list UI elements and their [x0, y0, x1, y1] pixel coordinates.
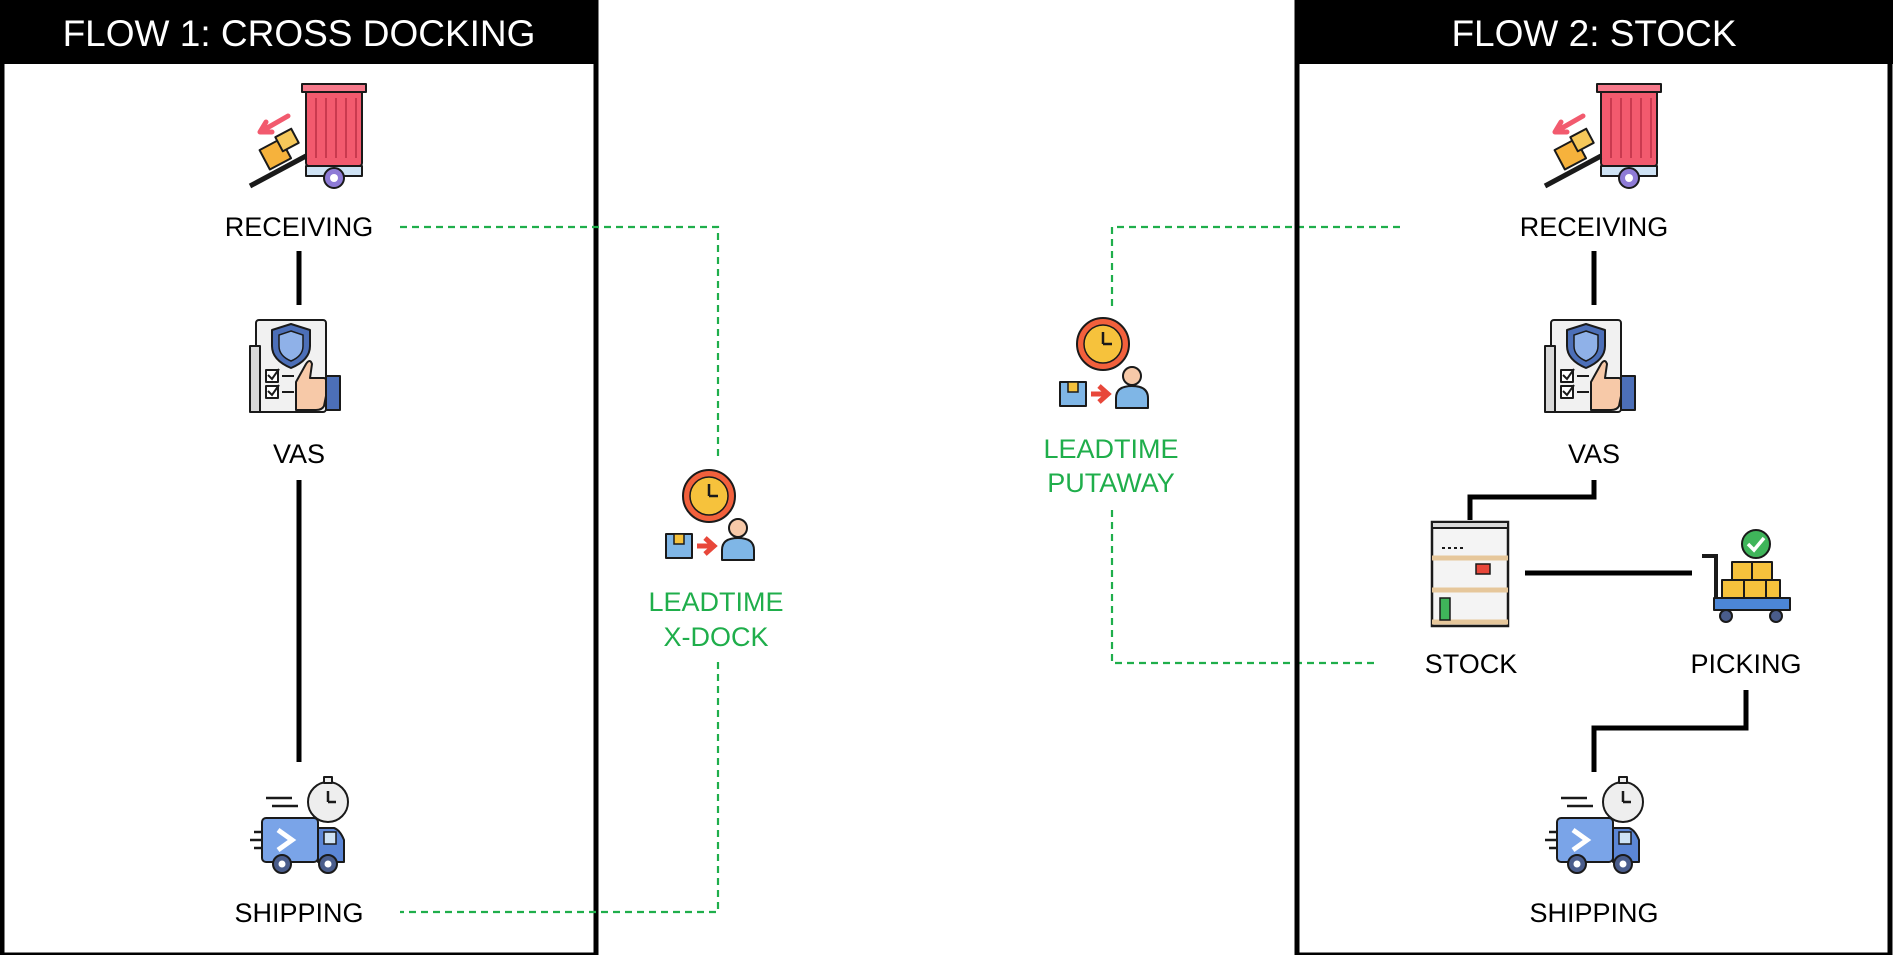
leadtime-clock-icon [666, 470, 754, 560]
flow1-shipping-node: SHIPPING [234, 777, 364, 928]
putaway-dashed-connector [1110, 225, 1400, 665]
flow2-vas-label: VAS [1568, 439, 1620, 469]
flow2-line-vas-stock [1467, 480, 1597, 520]
flow1-vas-node: VAS [249, 319, 341, 469]
flow1-receiving-label: RECEIVING [225, 212, 374, 242]
xdock-dash-upper [400, 225, 720, 460]
xdock-dash-lower [400, 662, 720, 914]
flow2-picking-node: PICKING [1690, 528, 1802, 679]
flow1-vas-label: VAS [273, 439, 325, 469]
flow2-stock-node: STOCK [1425, 522, 1518, 679]
shipping-truck-icon [250, 777, 348, 873]
flow2-frame [1294, 0, 1893, 955]
stock-shelf-icon [1432, 522, 1508, 626]
receiving-truck-icon [250, 84, 366, 188]
flow2-panel: FLOW 2: STOCK [1294, 0, 1893, 955]
leadtime-xdock-line2: X-DOCK [663, 622, 768, 652]
flow2-receiving-label: RECEIVING [1520, 212, 1669, 242]
flow2-shipping-label: SHIPPING [1529, 898, 1658, 928]
flow1-frame [0, 0, 599, 955]
vas-checklist-icon [249, 319, 341, 413]
leadtime-clock-icon [1060, 318, 1148, 408]
vas-checklist-icon [1544, 319, 1636, 413]
putaway-dash-upper [1110, 225, 1400, 310]
leadtime-xdock-line1: LEADTIME [648, 587, 783, 617]
flow1-receiving-node: RECEIVING [225, 84, 374, 242]
flow2-title-bar [1295, 0, 1893, 64]
flow1-title-bar [0, 0, 598, 64]
flow2-shipping-node: SHIPPING [1529, 777, 1659, 928]
putaway-dash-lower [1110, 510, 1375, 665]
flow2-connectors [1467, 251, 1749, 772]
flow2-vas-node: VAS [1544, 319, 1636, 469]
receiving-truck-icon [1545, 84, 1661, 188]
flow2-picking-label: PICKING [1690, 649, 1801, 679]
flow2-line-picking-shipping [1591, 690, 1749, 772]
leadtime-putaway-line1: LEADTIME [1043, 434, 1178, 464]
leadtime-xdock-node: LEADTIME X-DOCK [648, 470, 784, 652]
leadtime-putaway-node: LEADTIME PUTAWAY [1043, 318, 1179, 498]
flow2-title: FLOW 2: STOCK [1451, 13, 1736, 54]
xdock-dashed-connector [400, 225, 720, 914]
flow1-shipping-label: SHIPPING [234, 898, 363, 928]
flow2-stock-label: STOCK [1425, 649, 1518, 679]
shipping-truck-icon [1545, 777, 1643, 873]
picking-cart-icon [1700, 528, 1792, 624]
flow2-receiving-node: RECEIVING [1520, 84, 1669, 242]
flow1-title: FLOW 1: CROSS DOCKING [63, 13, 536, 54]
flow1-panel: FLOW 1: CROSS DOCKING [0, 0, 599, 955]
leadtime-putaway-line2: PUTAWAY [1047, 468, 1175, 498]
